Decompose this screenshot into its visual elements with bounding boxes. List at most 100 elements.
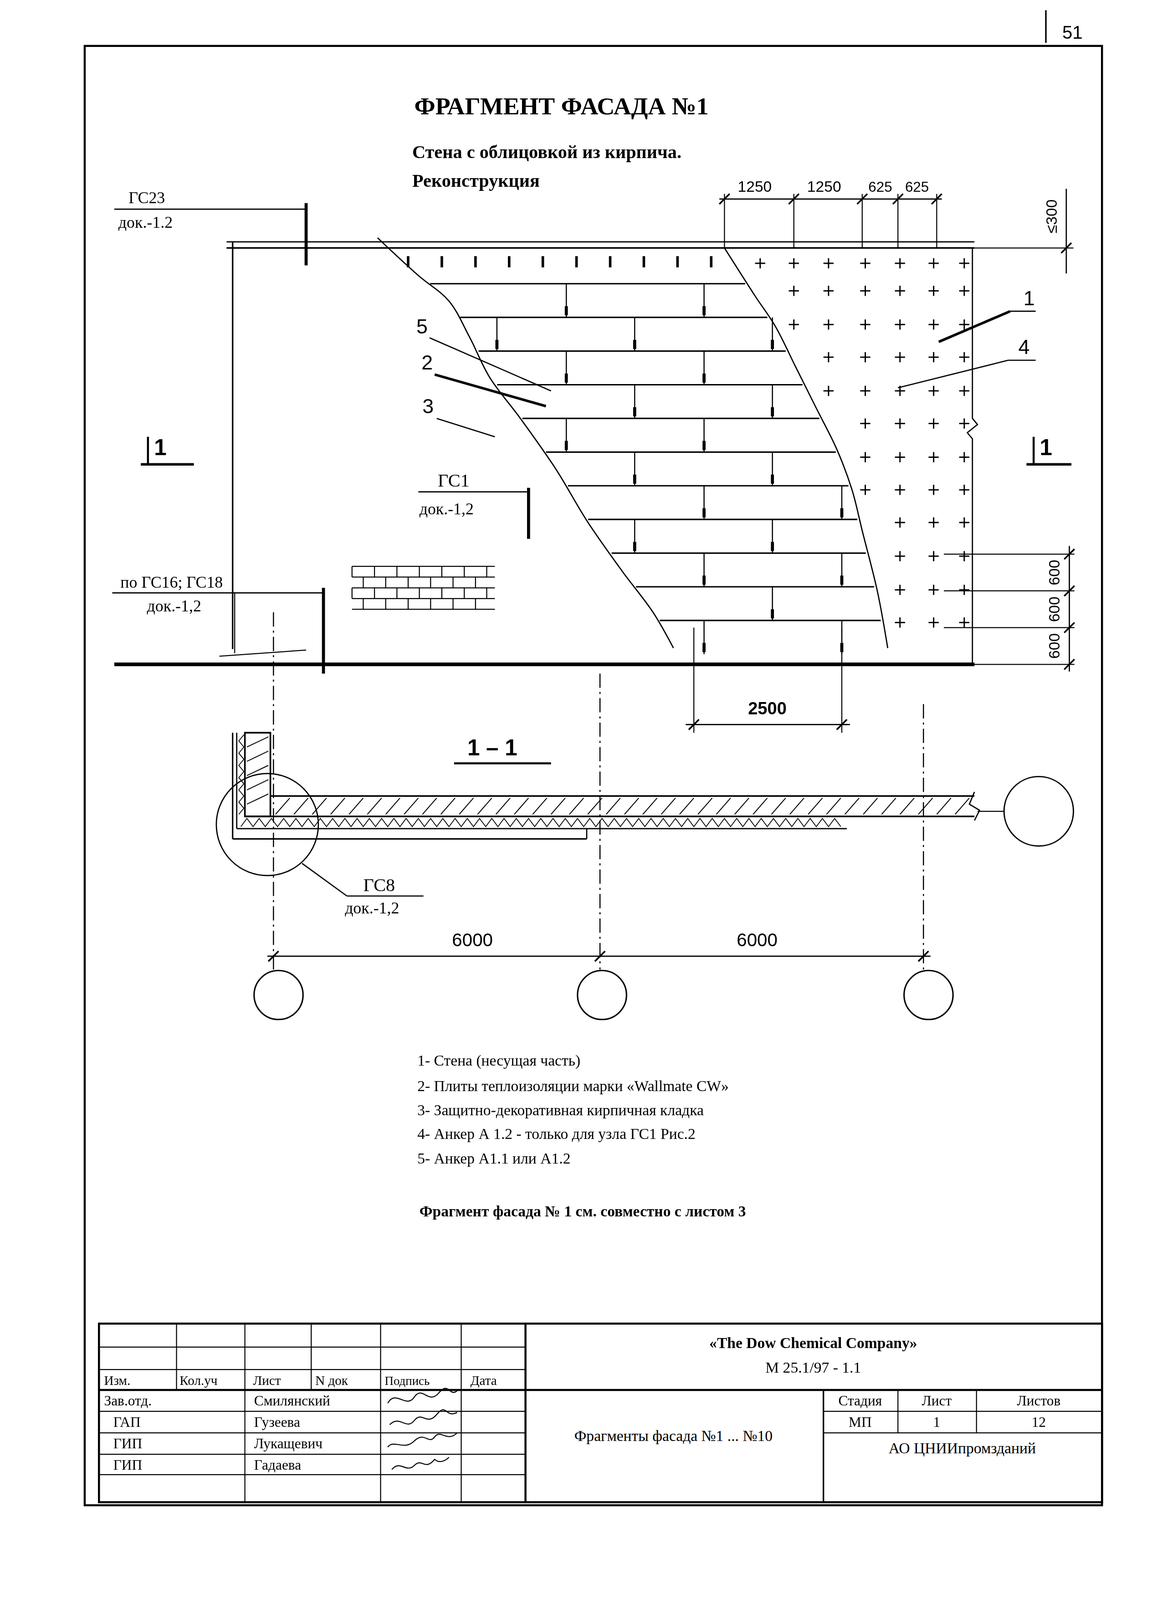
- drawing-title: ФРАГМЕНТ ФАСАДА №1: [413, 93, 710, 118]
- brick-symbol: [362, 598, 364, 610]
- drawing-label: 2- Плиты теплоизоляции марки «Wallmate C…: [416, 1078, 730, 1095]
- axis-line: [922, 704, 924, 970]
- drawing-label: ГИП: [112, 1458, 144, 1473]
- section-mark: [140, 462, 194, 466]
- brick-symbol: [463, 566, 465, 578]
- brick-joint: [703, 552, 705, 587]
- brick-symbol: [430, 577, 431, 589]
- extension-line: [943, 590, 1075, 592]
- section-cut-mark: [527, 487, 531, 539]
- drawing-label: Смилянский: [253, 1393, 332, 1408]
- leader-line: [436, 418, 496, 437]
- title-block: [98, 1323, 1102, 1502]
- drawing-label: 51: [1061, 23, 1084, 42]
- hatch-line: [440, 798, 456, 815]
- anchor-plus: [899, 584, 901, 595]
- hatch-line: [881, 798, 896, 815]
- brick-course: [522, 417, 820, 420]
- drawing-label: 1250: [806, 179, 843, 195]
- page-number-divider: [1044, 10, 1047, 43]
- anchor-plus: [963, 617, 965, 628]
- anchor-mark: [702, 508, 706, 518]
- insulation-section: [235, 732, 238, 829]
- hatch-line: [246, 736, 269, 747]
- drawing-label: 5: [415, 316, 429, 337]
- anchor-plus: [864, 258, 866, 269]
- leader-line: [347, 895, 424, 897]
- drawing-label: Лукащевич: [253, 1436, 324, 1451]
- anchor-plus: [963, 385, 965, 396]
- ground-line: [114, 662, 975, 666]
- signature: [389, 1409, 458, 1425]
- hatch-line: [532, 798, 547, 815]
- drawing-label: 2: [420, 352, 434, 373]
- hatch-line: [385, 798, 400, 815]
- brick-joint: [634, 384, 635, 419]
- drawing-label: 600: [1046, 632, 1062, 661]
- dimension-tick: [1061, 242, 1072, 253]
- anchor-plus: [899, 551, 901, 562]
- anchor-mark: [633, 407, 637, 417]
- extension-line: [943, 627, 1075, 629]
- hatch-line: [679, 798, 694, 815]
- anchor-mark: [702, 575, 706, 585]
- drawing-label: «The Dow Chemical Company»: [708, 1336, 919, 1352]
- axis-line: [272, 612, 274, 970]
- anchor-plus: [827, 385, 830, 396]
- brick-joint: [565, 418, 567, 452]
- anchor-mark: [702, 642, 706, 652]
- drawing-label: док.-1.2: [117, 214, 175, 231]
- anchor-mark: [702, 440, 706, 451]
- drawing-label: 5- Анкер А1.1 или А1.2: [416, 1151, 572, 1167]
- brick-course: [430, 282, 746, 285]
- hatch-line: [642, 798, 657, 815]
- hatch-line: [624, 798, 639, 815]
- drawing-label: Реконструкция: [411, 171, 541, 190]
- anchor-mark: [770, 541, 774, 551]
- plinth-line: [219, 650, 307, 656]
- brick-joint: [634, 451, 635, 486]
- anchor-mark: [633, 541, 637, 551]
- hatch-line: [569, 798, 584, 815]
- anchor-plus: [932, 285, 935, 296]
- drawing-label: Фрагменты фасада №1 ... №10: [544, 1427, 802, 1446]
- brick-joint: [841, 552, 843, 587]
- brick-course: [611, 552, 866, 554]
- hatch-line: [734, 798, 749, 815]
- axis-circle: [577, 970, 627, 1020]
- brick-joint: [634, 519, 635, 553]
- drawing-label: 2500: [747, 699, 788, 717]
- wall-break: [967, 247, 978, 665]
- anchor-plus: [932, 451, 935, 462]
- table-rule: [379, 1323, 381, 1502]
- brick-symbol: [486, 587, 487, 599]
- dimension-tick: [836, 719, 847, 730]
- anchor-plus: [963, 517, 965, 528]
- anchor-plus: [963, 418, 965, 429]
- drawing-label: 1- Стена (несущая часть): [416, 1053, 582, 1069]
- brick-symbol: [463, 587, 465, 599]
- hatch-line: [808, 798, 823, 815]
- brick-joint: [771, 519, 773, 553]
- drawing-label: 3- Защитно-декоративная кирпичная кладка: [416, 1103, 705, 1119]
- anchor-plus: [932, 352, 935, 363]
- leader-line: [434, 374, 546, 406]
- leader-line: [112, 592, 324, 594]
- drawing-label: Кол.уч: [178, 1373, 219, 1387]
- anchor-plus: [963, 258, 965, 269]
- brick-course: [588, 518, 858, 521]
- brick-course: [460, 316, 768, 318]
- hatch-line: [606, 798, 621, 815]
- drawing-label: АО ЦНИИпромзданий: [849, 1439, 1076, 1458]
- brick-joint: [771, 384, 773, 419]
- wall-section: [270, 794, 975, 797]
- brick-symbol: [452, 598, 454, 610]
- hatch-line: [716, 798, 731, 815]
- hatch-line: [246, 793, 269, 804]
- anchor-plus: [932, 385, 935, 396]
- section-cut-mark: [304, 203, 308, 266]
- brick-symbol: [407, 598, 409, 610]
- anchor-plus: [963, 285, 965, 296]
- brick-symbol: [396, 587, 398, 599]
- anchor-mark: [770, 339, 774, 349]
